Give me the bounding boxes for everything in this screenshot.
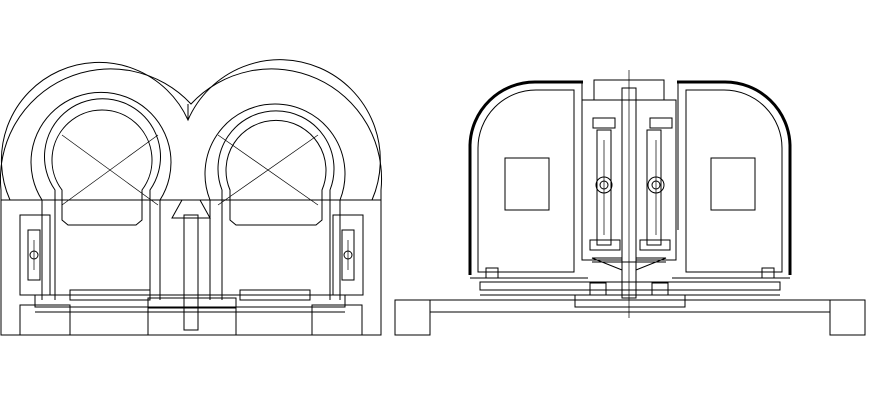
left-arch-opening — [30, 91, 172, 300]
right-door-leaf — [672, 80, 792, 279]
outer-arch-frame — [0, 68, 383, 336]
right-hinge-panel — [332, 214, 364, 296]
pivot-door-section — [394, 70, 866, 336]
central-mullion — [171, 199, 211, 331]
floor-track — [394, 281, 866, 336]
right-arch-opening — [204, 103, 346, 300]
arched-door-elevation — [0, 59, 383, 336]
arch-frame-inner-outline — [0, 59, 381, 201]
pivot-mechanism — [581, 87, 677, 299]
top-cap — [593, 79, 665, 101]
threshold-base — [19, 289, 363, 336]
left-door-leaf — [468, 80, 588, 279]
left-hinge-panel — [19, 214, 51, 296]
